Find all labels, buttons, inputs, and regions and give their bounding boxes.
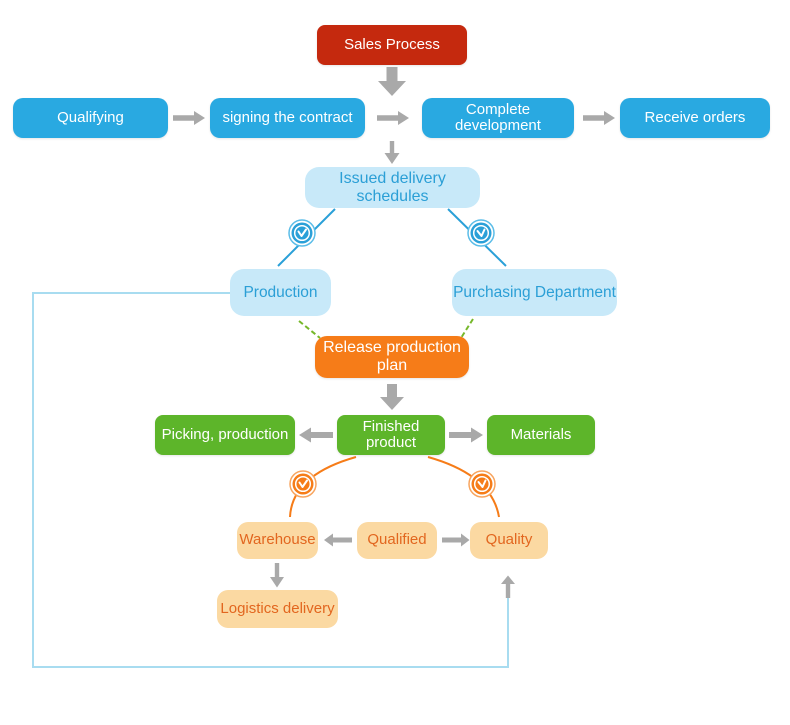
node-signing-the-contract: signing the contract bbox=[210, 98, 365, 138]
node-qualifying: Qualifying bbox=[13, 98, 168, 138]
connector-production-release bbox=[298, 320, 321, 339]
node-qualified: Qualified bbox=[357, 522, 437, 559]
clock-icon bbox=[288, 219, 316, 247]
arrow-signing-complete bbox=[377, 111, 409, 125]
node-quality: Quality bbox=[470, 522, 548, 559]
connector-purchasing-release bbox=[460, 318, 474, 339]
arrow-qualified-warehouse bbox=[324, 533, 352, 547]
node-release-production-plan: Release production plan bbox=[315, 336, 469, 378]
node-picking-production: Picking, production bbox=[155, 415, 295, 455]
node-receive-orders: Receive orders bbox=[620, 98, 770, 138]
arrow-qualifying-signing bbox=[173, 111, 205, 125]
arrow-release-finished bbox=[380, 384, 404, 410]
arrow-sales-down bbox=[378, 67, 406, 96]
node-sales-process: Sales Process bbox=[317, 25, 467, 65]
node-purchasing-department: Purchasing Department bbox=[452, 269, 617, 316]
arrow-loop-quality bbox=[501, 575, 515, 598]
node-warehouse: Warehouse bbox=[237, 522, 318, 559]
clock-icon bbox=[467, 219, 495, 247]
node-logistics-delivery: Logistics delivery bbox=[217, 590, 338, 628]
arrow-qualified-quality bbox=[442, 533, 470, 547]
arrow-down-issued bbox=[384, 141, 400, 164]
node-complete-development: Complete development bbox=[422, 98, 574, 138]
arrow-finished-materials bbox=[449, 427, 483, 443]
clock-icon bbox=[289, 470, 317, 498]
feedback-loop-line bbox=[32, 292, 509, 668]
node-production: Production bbox=[230, 269, 331, 316]
node-finished-product: Finished product bbox=[337, 415, 445, 455]
node-materials: Materials bbox=[487, 415, 595, 455]
arrow-finished-picking bbox=[299, 427, 333, 443]
node-issued-delivery-schedules: Issued delivery schedules bbox=[305, 167, 480, 208]
arrow-warehouse-logistics bbox=[270, 563, 284, 588]
clock-icon bbox=[468, 470, 496, 498]
arrow-row-issued bbox=[583, 111, 615, 125]
